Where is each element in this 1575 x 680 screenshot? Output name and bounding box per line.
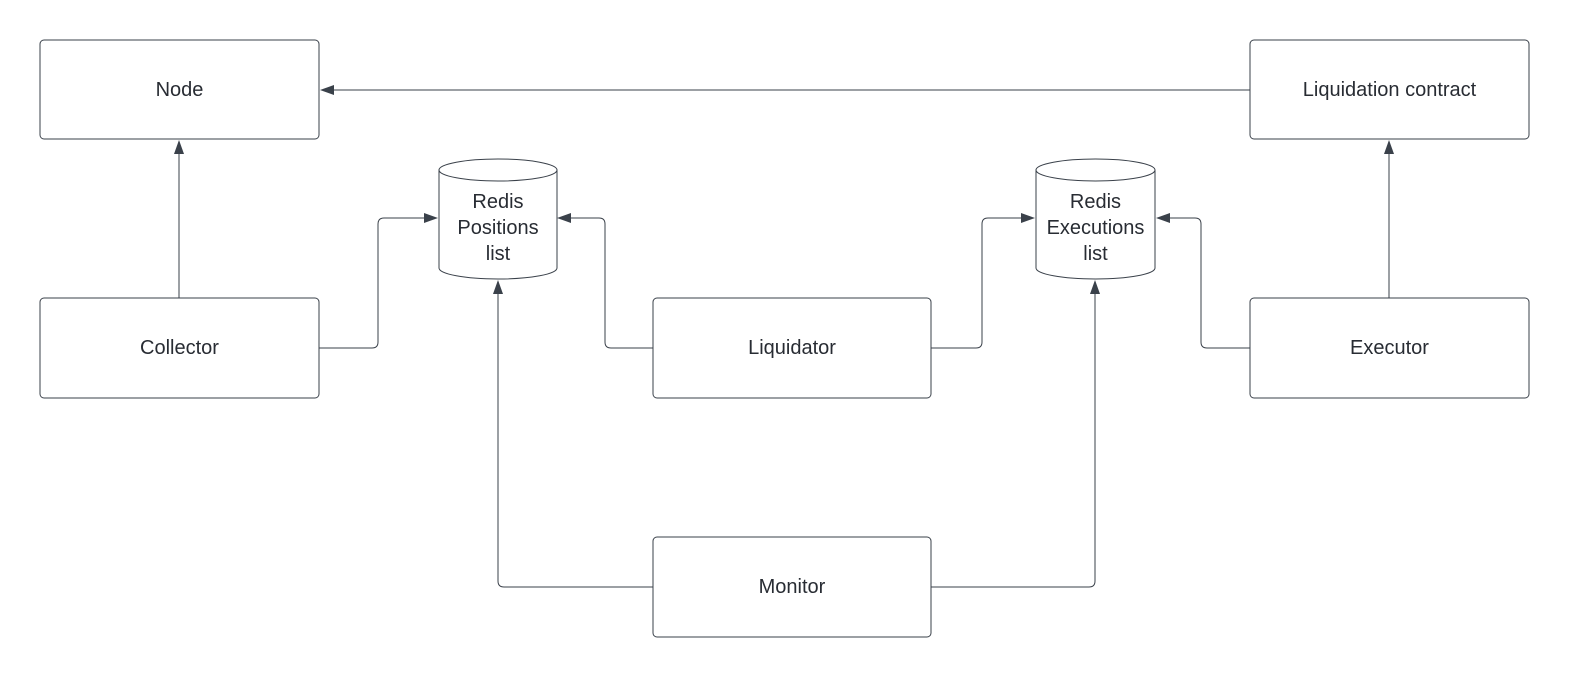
node-node-box [39, 39, 320, 140]
edge-collector-to-node [174, 140, 184, 298]
node-collector[interactable]: Collector [39, 297, 320, 399]
database-rim [1035, 169, 1156, 182]
edge-liquidation-contract-to-node [320, 85, 1250, 95]
edge-liquidator-to-redis-executions [931, 213, 1035, 349]
database-redis-executions[interactable]: Redis Executions list [1035, 158, 1156, 280]
node-monitor[interactable]: Monitor [652, 536, 932, 638]
database-icon [438, 158, 558, 280]
node-monitor-label: Monitor [759, 576, 826, 598]
edge-monitor-to-redis-executions [931, 280, 1100, 588]
node-executor-label: Executor [1350, 337, 1429, 359]
edge-monitor-to-redis-positions [493, 280, 653, 588]
node-liquidation-contract[interactable]: Liquidation contract [1249, 39, 1530, 140]
arrowhead [1384, 140, 1394, 154]
database-redis-positions-line1: Redis [472, 191, 523, 213]
database-redis-executions-line1: Redis [1070, 191, 1121, 213]
arrowhead [424, 213, 438, 223]
edge-executor-to-redis-executions [1156, 213, 1250, 349]
edge-liquidator-to-redis-positions [557, 213, 653, 349]
arrowhead [557, 213, 571, 223]
database-redis-executions-line3: list [1083, 243, 1108, 265]
edge-collector-to-redis-positions [319, 213, 438, 349]
node-liquidation-contract-box [1249, 39, 1530, 140]
node-executor[interactable]: Executor [1249, 297, 1530, 399]
node-monitor-box [652, 536, 932, 638]
database-rim [438, 169, 558, 182]
database-icon [1035, 158, 1156, 280]
node-executor-box [1249, 297, 1530, 399]
edges [174, 85, 1394, 588]
arrowhead [174, 140, 184, 154]
node-liquidator[interactable]: Liquidator [652, 297, 932, 399]
database-redis-positions-line2: Positions [457, 217, 538, 239]
node-node-label: Node [156, 79, 204, 101]
edge-executor-to-liquidation-contract [1384, 140, 1394, 298]
node-liquidator-box [652, 297, 932, 399]
arrowhead [1156, 213, 1170, 223]
arrowhead [1021, 213, 1035, 223]
database-redis-executions-line2: Executions [1047, 217, 1145, 239]
node-liquidation-contract-label: Liquidation contract [1303, 79, 1477, 101]
node-liquidator-label: Liquidator [748, 337, 836, 359]
node-node[interactable]: Node [39, 39, 320, 140]
node-collector-box [39, 297, 320, 399]
arrowhead [493, 280, 503, 294]
database-redis-positions-line3: list [486, 243, 511, 265]
arrowhead [1090, 280, 1100, 294]
node-collector-label: Collector [140, 337, 219, 359]
database-redis-positions[interactable]: Redis Positions list [438, 158, 558, 280]
arrowhead [320, 85, 334, 95]
